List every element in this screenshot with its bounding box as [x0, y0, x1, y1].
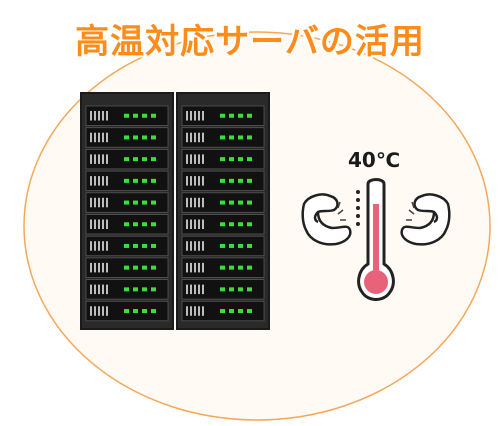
thermometer-icon [356, 178, 395, 301]
flexed-arm-right-icon [400, 193, 451, 246]
server-rack-icon [80, 92, 270, 330]
temperature-label: 40℃ [348, 148, 401, 172]
strong-thermometer-group [296, 174, 456, 314]
page-title: 高温対応サーバの活用 [75, 22, 425, 62]
flexed-arm-left-icon [301, 193, 352, 246]
